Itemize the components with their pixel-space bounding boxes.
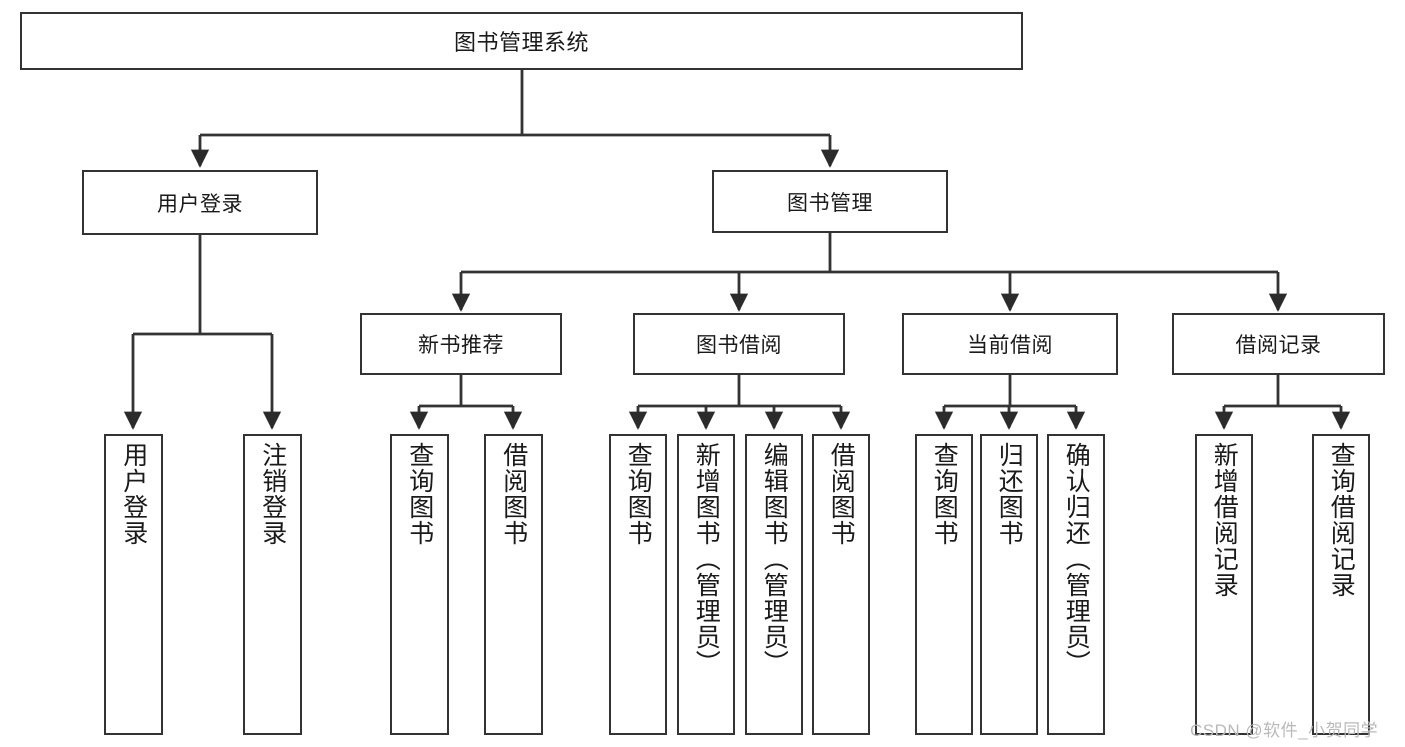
leaf-query-book-2-label: 查询图书 [624, 442, 653, 546]
leaf-add-record-label: 新增借阅记录 [1210, 442, 1239, 598]
leaf-query-book-2[interactable]: 查询图书 [609, 434, 667, 735]
node-borrow-record[interactable]: 借阅记录 [1172, 313, 1385, 375]
node-book-borrow-label: 图书借阅 [696, 334, 782, 357]
leaf-borrow-book-1-label: 借阅图书 [499, 442, 528, 546]
leaf-logout-login-label: 注销登录 [258, 442, 287, 546]
leaf-add-record[interactable]: 新增借阅记录 [1195, 434, 1253, 735]
node-new-book-recommend[interactable]: 新书推荐 [360, 313, 562, 375]
leaf-query-book-1[interactable]: 查询图书 [390, 434, 449, 735]
leaf-return-book[interactable]: 归还图书 [980, 434, 1038, 735]
node-root-label: 图书管理系统 [453, 30, 589, 55]
leaf-add-book-label: 新增图书（管理员） [692, 442, 721, 676]
node-user-login-label: 用户登录 [157, 192, 243, 216]
leaf-borrow-book-2-label: 借阅图书 [827, 442, 856, 546]
node-user-login[interactable]: 用户登录 [82, 170, 318, 235]
leaf-edit-book[interactable]: 编辑图书（管理员） [745, 434, 803, 735]
leaf-user-login-label: 用户登录 [119, 442, 148, 546]
leaf-edit-book-label: 编辑图书（管理员） [760, 442, 789, 676]
leaf-return-book-label: 归还图书 [995, 442, 1024, 546]
node-book-manage-label: 图书管理 [787, 191, 873, 215]
leaf-confirm-return[interactable]: 确认归还（管理员） [1047, 434, 1105, 735]
node-book-manage[interactable]: 图书管理 [712, 170, 948, 233]
node-current-borrow[interactable]: 当前借阅 [902, 313, 1118, 375]
leaf-logout-login[interactable]: 注销登录 [243, 434, 302, 735]
node-new-book-recommend-label: 新书推荐 [418, 334, 504, 357]
leaf-borrow-book-1[interactable]: 借阅图书 [484, 434, 543, 735]
leaf-borrow-book-2[interactable]: 借阅图书 [812, 434, 870, 735]
leaf-query-record[interactable]: 查询借阅记录 [1312, 434, 1370, 735]
leaf-query-book-3[interactable]: 查询图书 [915, 434, 973, 735]
leaf-confirm-return-label: 确认归还（管理员） [1062, 442, 1091, 676]
leaf-user-login[interactable]: 用户登录 [104, 434, 163, 735]
node-book-borrow[interactable]: 图书借阅 [633, 313, 845, 375]
leaf-add-book[interactable]: 新增图书（管理员） [677, 434, 735, 735]
node-borrow-record-label: 借阅记录 [1235, 334, 1322, 357]
leaf-query-book-3-label: 查询图书 [930, 442, 959, 546]
leaf-query-book-1-label: 查询图书 [405, 442, 434, 546]
csdn-watermark: CSDN @软件_小贺同学 [1190, 721, 1379, 740]
node-root[interactable]: 图书管理系统 [20, 12, 1023, 70]
node-current-borrow-label: 当前借阅 [967, 334, 1053, 357]
leaf-query-record-label: 查询借阅记录 [1327, 442, 1356, 598]
